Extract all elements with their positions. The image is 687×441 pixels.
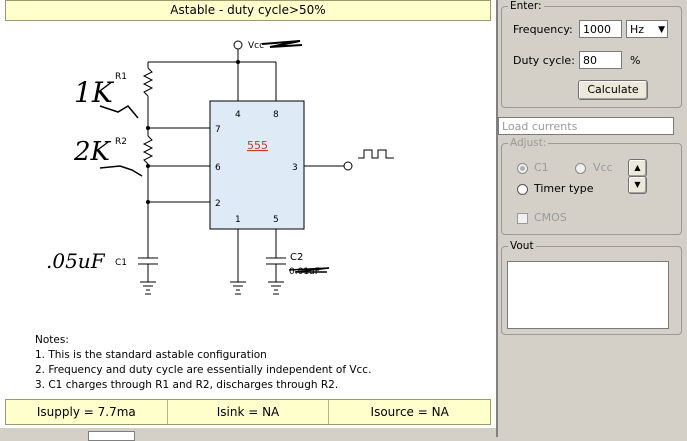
cmos-label: CMOS [534,211,567,224]
notes-section: Notes: 1. This is the standard astable c… [35,333,371,393]
cmos-checkbox[interactable] [517,213,528,224]
handwritten-r1: 1K [74,76,115,109]
pin-4: 4 [235,110,241,120]
pin-3: 3 [292,163,298,173]
frequency-label: Frequency: [513,23,573,36]
r1-label: R1 [115,72,127,82]
schematic-panel: Astable - duty cycle>50% [0,0,498,441]
load-currents-input[interactable]: Load currents [498,117,674,135]
notes-heading: Notes: [35,334,69,346]
isupply-value: Isupply = 7.7ma [6,400,168,424]
status-bar: Isupply = 7.7ma Isink = NA Isource = NA [5,399,491,425]
control-panel: Enter: Frequency: 1000 Hz ▼ Duty cycle: … [498,0,687,437]
handwritten-c1: .05uF [46,249,106,273]
circuit-schematic: Vcc R1 R2 C1 C2 0.01uF 4 8 7 6 3 2 1 5 5… [46,40,394,295]
spin-down-button[interactable]: ▼ [628,176,647,194]
vcc-label: Vcc [248,41,264,51]
frequency-input[interactable]: 1000 [579,20,622,38]
c2-value: 0.01uF [289,267,320,277]
adjust-group: Adjust: C1 Vcc Timer type CMOS ▲ ▼ [501,137,682,235]
frequency-unit-value: Hz [630,23,645,36]
adjust-spinner: ▲ ▼ [628,159,647,194]
timer-type-label: Timer type [534,182,594,195]
duty-cycle-unit: % [630,54,641,67]
isink-value: Isink = NA [168,400,330,424]
notes-line-3: 3. C1 charges through R1 and R2, dischar… [35,379,339,391]
c1-radio[interactable] [517,163,528,174]
isource-value: Isource = NA [370,405,449,419]
notes-line-1: 1. This is the standard astable configur… [35,349,267,361]
handwritten-r2: 2K [73,137,112,167]
spin-up-button[interactable]: ▲ [628,159,647,177]
vcc-radio[interactable] [575,163,586,174]
bottom-strip [0,428,496,437]
chip-label[interactable]: 555 [247,139,268,152]
bottom-tab[interactable] [88,431,135,441]
vout-display [507,261,669,329]
circuit-title: Astable - duty cycle>50% [5,0,491,21]
timer-type-radio[interactable] [517,184,528,195]
duty-cycle-input[interactable]: 80 [579,51,622,69]
chevron-down-icon: ▼ [658,25,665,35]
enter-group: Enter: Frequency: 1000 Hz ▼ Duty cycle: … [501,0,682,108]
enter-group-title: Enter: [508,0,544,12]
pin-6: 6 [215,163,221,173]
vout-group-title: Vout [508,240,536,252]
notes-line-2: 2. Frequency and duty cycle are essentia… [35,364,372,376]
duty-cycle-label: Duty cycle: [513,54,575,67]
vcc-radio-label: Vcc [593,161,613,174]
calculate-button[interactable]: Calculate [578,80,648,100]
pin-7: 7 [215,125,221,135]
r2-label: R2 [115,137,127,147]
c2-label: C2 [290,252,303,263]
adjust-group-title: Adjust: [508,137,549,149]
c1-label: C1 [115,258,127,268]
pin-1: 1 [235,215,241,225]
c1-radio-label: C1 [534,161,549,174]
pin-5: 5 [273,215,279,225]
vout-group: Vout [501,240,682,335]
pin-2: 2 [215,199,221,209]
frequency-unit-select[interactable]: Hz ▼ [626,20,668,38]
pin-8: 8 [273,110,279,120]
